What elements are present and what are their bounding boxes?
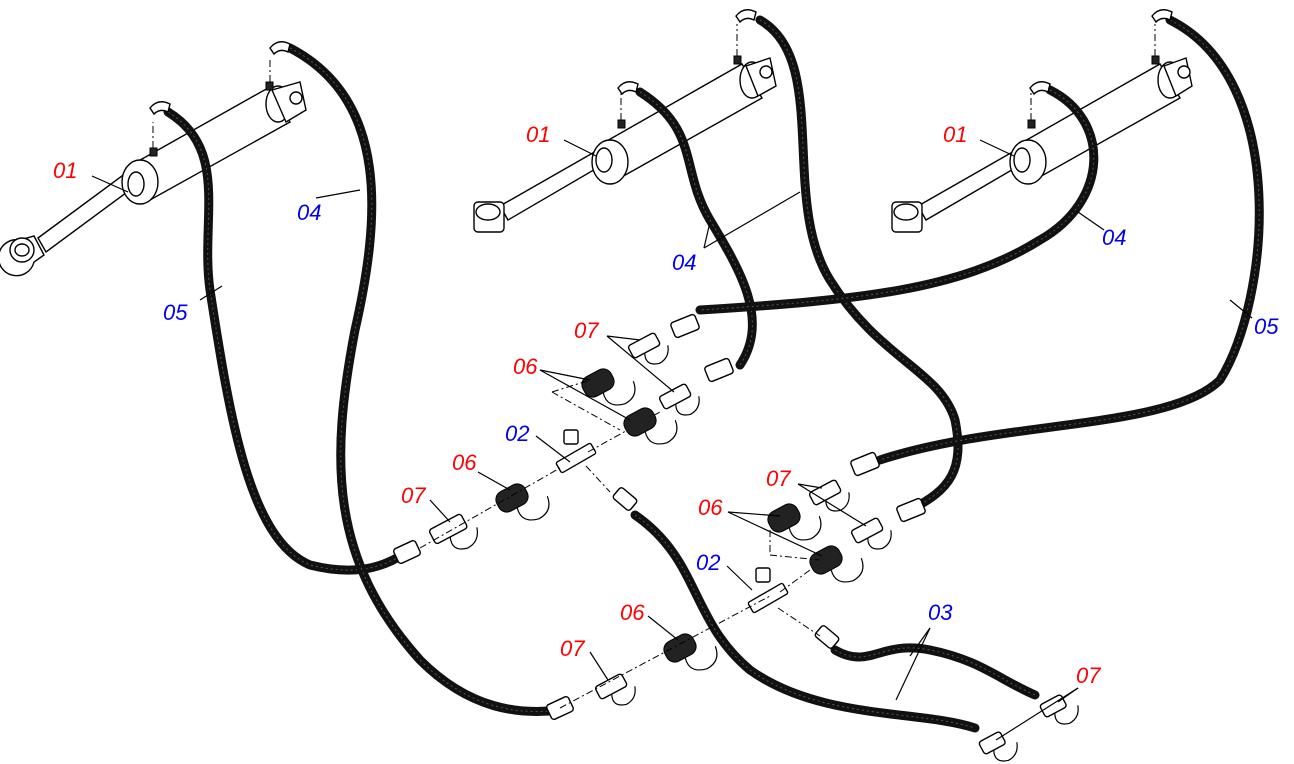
label-cap-06-b: 06	[452, 450, 477, 475]
label-cylinder-1: 01	[53, 158, 77, 183]
leader-lines	[91, 139, 1253, 741]
label-coupler-07-d: 07	[560, 636, 585, 661]
assembly-centerlines	[419, 379, 821, 709]
label-cap-06-d: 06	[620, 600, 645, 625]
hydraulic-cylinder-2	[473, 24, 777, 233]
label-coupler-07-e: 07	[1076, 663, 1101, 688]
label-coupler-07-a: 07	[574, 318, 599, 343]
label-cylinder-2: 01	[526, 122, 550, 147]
label-coupler-07-c: 07	[766, 466, 791, 491]
hose-04-right	[695, 85, 1099, 315]
label-cap-06-c: 06	[698, 495, 723, 520]
hose-05-left	[163, 107, 410, 575]
quick-coupler-set	[428, 332, 1079, 762]
hydraulic-cylinder-3	[891, 24, 1193, 233]
hose-05-right	[875, 15, 1264, 465]
hydraulic-cylinder-1	[0, 58, 307, 277]
label-cap-06-a: 06	[513, 354, 538, 379]
label-coupler-07-b: 07	[401, 483, 426, 508]
hose-05-mid	[755, 15, 963, 515]
hose-04-mid	[635, 87, 757, 370]
dust-cap-set	[495, 368, 864, 671]
label-hose-05-right: 05	[1254, 314, 1279, 339]
label-hose-05-left: 05	[163, 300, 188, 325]
label-tee-upper: 02	[505, 421, 529, 446]
label-hose-04-right: 04	[1102, 225, 1126, 250]
hose-04-left	[285, 43, 565, 716]
hose-03-lower	[830, 643, 1040, 700]
label-hose-04-left: 04	[297, 200, 321, 225]
tee-fitting-lower	[747, 567, 821, 637]
label-hose-04-mid: 04	[672, 250, 696, 275]
label-cylinder-3: 01	[943, 122, 967, 147]
label-hose-03: 03	[928, 600, 953, 625]
hose-03-upper	[630, 510, 980, 733]
hose-end-fittings	[149, 9, 1173, 721]
tee-fitting-upper	[555, 411, 661, 493]
label-tee-lower: 02	[696, 550, 720, 575]
callout-labels: 01 01 01 02 02 03 04 04 04 05 05 06 06 0…	[53, 122, 1279, 688]
